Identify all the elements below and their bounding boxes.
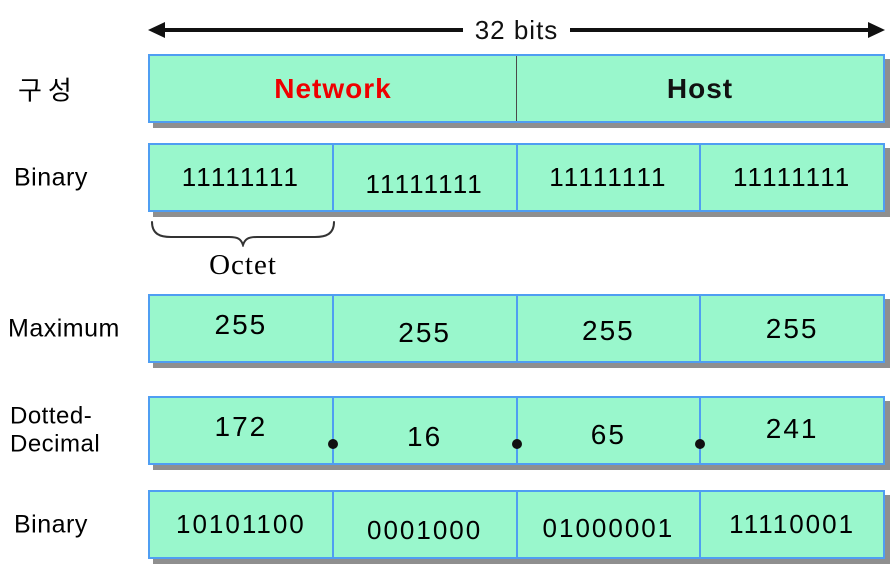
row-label-binary-mask: Binary — [14, 163, 88, 191]
composition-box: Network Host — [148, 54, 885, 123]
dotted-decimal-octet-1: 172 — [214, 410, 268, 442]
dotted-decimal-octet-2: 16 — [331, 398, 516, 463]
octet-label: Octet — [209, 249, 277, 281]
row-binary-mask: Binary 11111111 11111111 11111111 111111… — [0, 143, 896, 212]
maximum-octet-4: 255 — [699, 296, 883, 361]
dot-separator-icon — [328, 439, 339, 449]
binary-mask-box: 11111111 11111111 11111111 11111111 — [148, 143, 885, 212]
arrow-line-right — [570, 28, 869, 32]
row-label-dotted-decimal: Dotted- Decimal — [10, 402, 100, 459]
arrow-line-left — [165, 28, 463, 32]
dotted-decimal-label-line1: Dotted- — [10, 402, 93, 430]
host-cell: Host — [516, 56, 883, 121]
bits-span-arrow: 32 bits — [148, 15, 886, 45]
row-label-binary-address: Binary — [14, 510, 88, 538]
row-label-composition: 구성 — [18, 75, 78, 105]
arrow-left-head-icon — [148, 22, 165, 38]
binary-mask-octet-1: 11111111 — [181, 162, 300, 192]
binary-mask-octet-4: 11111111 — [699, 145, 883, 210]
octet-underbrace-icon — [151, 221, 335, 247]
dot-separator-icon — [694, 439, 705, 449]
dotted-decimal-octet-3: 65 — [515, 398, 700, 463]
binary-mask-octet-2: 11111111 — [331, 145, 516, 210]
row-maximum: Maximum 255 255 255 255 — [0, 294, 896, 363]
row-dotted-decimal: Dotted- Decimal 172 16 65 241 — [0, 396, 896, 465]
binary-address-octet-3: 01000001 — [515, 492, 700, 557]
dotted-decimal-octet-4: 241 — [699, 398, 883, 463]
binary-mask-octet-3: 11111111 — [515, 145, 700, 210]
binary-address-box: 10101100 0001000 01000001 11110001 — [148, 490, 885, 559]
maximum-octet-3: 255 — [515, 296, 700, 361]
row-composition: 구성 Network Host — [0, 54, 896, 123]
binary-address-octet-4: 11110001 — [699, 492, 883, 557]
maximum-octet-2: 255 — [331, 296, 516, 361]
network-cell: Network — [274, 72, 392, 104]
bits-arrow-label: 32 bits — [474, 15, 559, 45]
maximum-octet-1: 255 — [214, 308, 268, 340]
octet-annotation: Octet — [149, 219, 337, 289]
row-binary-address: Binary 10101100 0001000 01000001 1111000… — [0, 490, 896, 559]
maximum-box: 255 255 255 255 — [148, 294, 885, 363]
dotted-decimal-box: 172 16 65 241 — [148, 396, 885, 465]
arrow-right-head-icon — [868, 22, 886, 38]
binary-address-octet-1: 10101100 — [176, 509, 306, 539]
dotted-decimal-label-line2: Decimal — [10, 430, 101, 458]
dot-separator-icon — [511, 439, 522, 449]
row-label-maximum: Maximum — [8, 314, 120, 342]
binary-address-octet-2: 0001000 — [331, 492, 516, 557]
